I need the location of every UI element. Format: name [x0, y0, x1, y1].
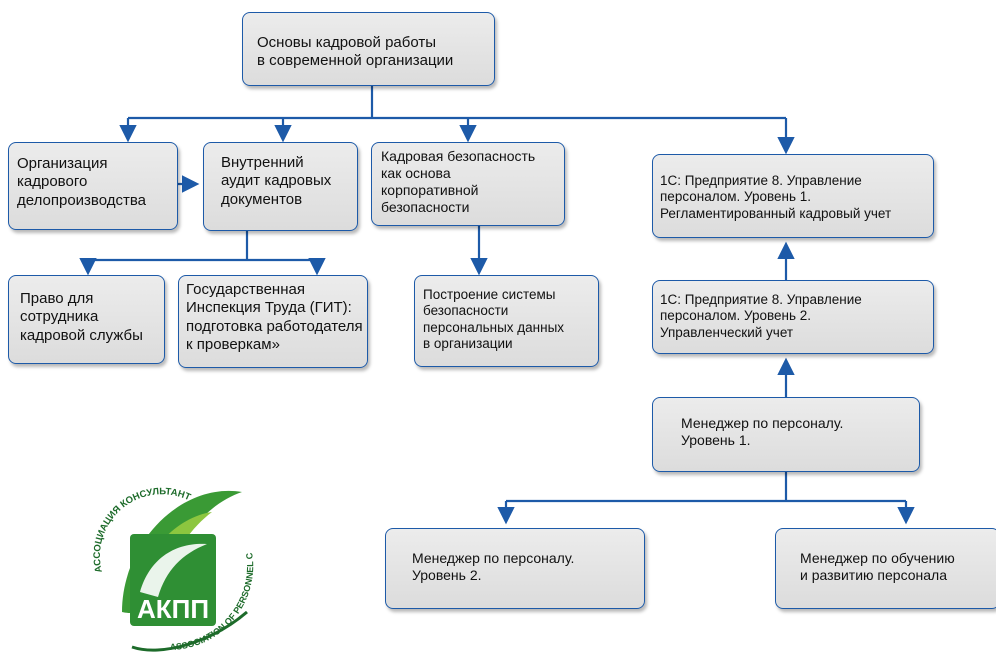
node-training: Менеджер по обучению и развитию персонал… [775, 528, 996, 609]
node-manager2: Менеджер по персоналу. Уровень 2. [385, 528, 645, 609]
node-c1-level2: 1С: Предприятие 8. Управление персоналом… [652, 280, 934, 354]
logo-emblem-curve-icon [140, 543, 207, 597]
akpp-logo: АКПП АССОЦИАЦИЯ КОНСУЛЬТАНТОВ ПО ПЕРСОНА… [62, 462, 255, 652]
node-audit: Внутренний аудит кадровых документов [203, 142, 358, 231]
node-c1-level1: 1С: Предприятие 8. Управление персоналом… [652, 154, 934, 238]
node-records: Организация кадрового делопроизводства [8, 142, 178, 230]
node-git: Государственная Инспекция Труда (ГИТ): п… [178, 275, 368, 368]
logo-emblem [130, 534, 216, 626]
logo-main-text: АКПП [137, 594, 209, 624]
node-personal-data: Построение системы безопасности персонал… [414, 275, 599, 367]
node-root: Основы кадровой работы в современной орг… [242, 12, 495, 86]
node-rights: Право для сотрудника кадровой службы [8, 275, 165, 364]
node-security: Кадровая безопасность как основа корпора… [371, 142, 565, 226]
node-manager1: Менеджер по персоналу. Уровень 1. [652, 397, 920, 472]
logo-underline-icon [131, 610, 248, 652]
